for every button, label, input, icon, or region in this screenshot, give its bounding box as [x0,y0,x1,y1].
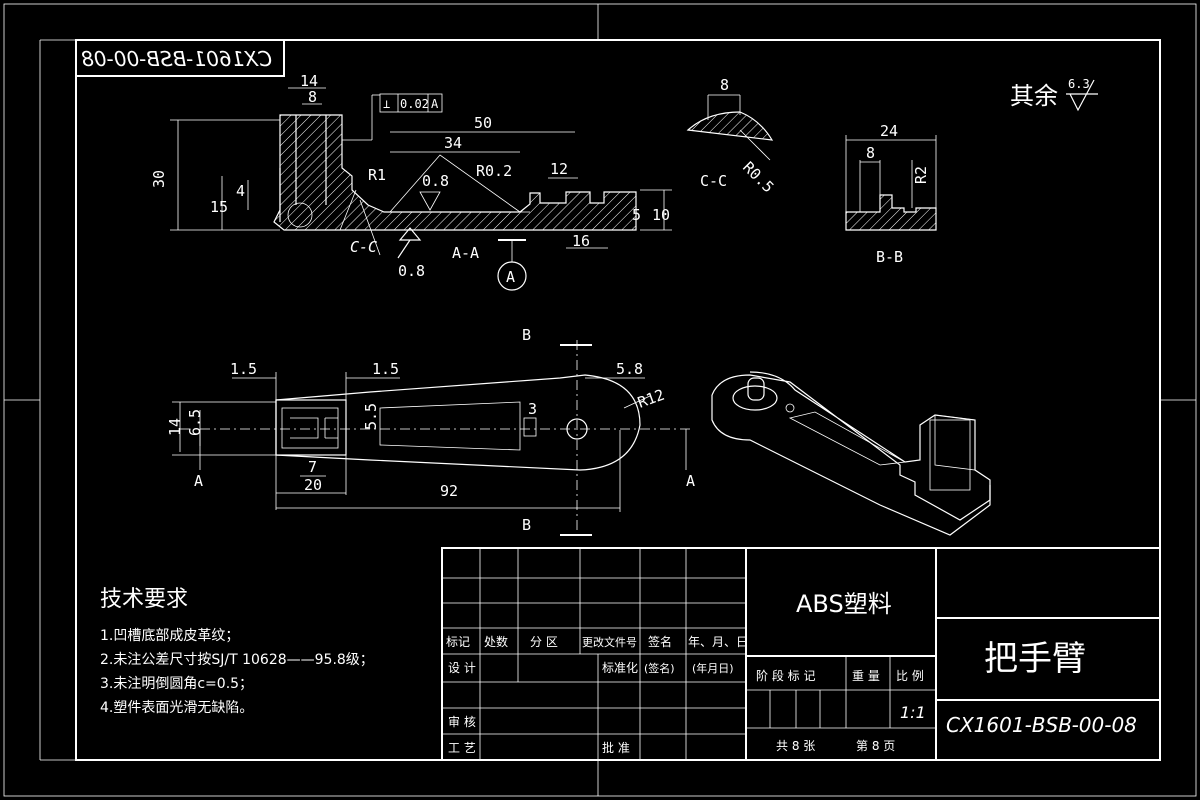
tech-title: 技术要求 [100,587,188,612]
dim-plan-2: 5.8 [616,360,643,378]
datum-triangle-icon [397,227,422,259]
roughness-symbol-icon [1066,79,1098,112]
view-a-circle [497,261,527,291]
dim-aa-4: 12 [550,160,568,178]
stage-1: 重 量 [852,669,880,683]
dim-plan-6: 3 [528,400,537,418]
tol-symbol: ⊥ [383,97,390,111]
stage-2: 比 例 [896,669,924,683]
roughness-icon-aa [419,191,441,211]
dim-plan-9: 20 [304,476,322,494]
part-name: 把手臂 [984,639,1086,679]
tech-item-0: 1.凹槽底部成皮革纹； [100,628,239,644]
dim-cc-1: R0.5 [739,158,777,196]
section-cc-ref: C-C [350,238,377,256]
stage-0: 阶 段 标 记 [756,668,815,683]
tech-item-1: 2.未注公差尺寸按SJ/T 10628——95.8级； [100,652,374,668]
dim-aa-0: 14 [300,72,318,90]
dim-plan-4: 6.5 [186,409,204,436]
dim-aa-11: 5 [632,206,641,224]
section-aa-label: A-A [452,244,479,262]
tech-item-3: 4.塑件表面光滑无缺陷。 [100,699,253,716]
section-bb: 24 8 R2 B-B [845,122,937,266]
tol-value: 0.02 [400,97,429,111]
surface-finish: 其余 6.3 [1010,77,1098,112]
material: ABS塑料 [796,590,892,618]
title-block: ABS塑料 把手臂 CX1601-BSB-00-08 1:1 标记 处数 分 区… [441,547,1161,761]
dim-aa-3: 34 [444,134,462,152]
dim-aa-14: 0.8 [398,262,425,280]
design: 设 计 [448,661,476,675]
dim-plan-10: 92 [440,482,458,500]
dim-aa-5: 30 [150,170,168,188]
section-aa: ⊥ 0.02 A 14 8 50 34 12 30 15 4 R1 0.8 R0… [150,72,672,291]
sign: (签名) [644,661,675,675]
dim-bb-0: 24 [880,122,898,140]
review: 审 核 [448,714,476,729]
section-cc: 8 R0.5 C-C [686,76,777,196]
dim-aa-13: 16 [572,232,590,250]
dim-cc-0: 8 [720,76,729,94]
plan-view: 1.5 1.5 5.8 14 6.5 5.5 3 R12 7 20 92 A A… [166,326,695,540]
section-bb-label: B-B [876,248,903,266]
hdr-2: 分 区 [530,635,558,649]
tol-datum: A [431,97,439,111]
dim-bb-2: R2 [912,166,930,184]
dim-aa-8: R1 [368,166,386,184]
scale-value: 1:1 [900,703,926,722]
hdr-1: 处数 [484,634,508,649]
dim-plan-1: 1.5 [372,360,399,378]
cut-a-right: A [686,472,695,490]
mirrored-drawing-number: CX1601-BSB-00-08 [81,47,272,71]
tech-requirements: 技术要求 1.凹槽底部成皮革纹； 2.未注公差尺寸按SJ/T 10628——95… [100,587,374,716]
dim-aa-12: 10 [652,206,670,224]
view-a-marker: A [506,268,515,286]
surface-finish-value: 6.3 [1068,77,1090,91]
date: (年月日) [692,661,734,675]
cut-a-left: A [194,472,203,490]
dim-plan-8: 7 [308,458,317,476]
dim-plan-5: 5.5 [362,403,380,430]
sheets-total: 共 8 张 [776,739,815,753]
dim-bb-1: 8 [866,144,875,162]
hdr-4: 签名 [648,634,672,649]
dim-plan-0: 1.5 [230,360,257,378]
dim-aa-2: 50 [474,114,492,132]
dim-aa-9: 0.8 [422,172,449,190]
mirrored-number-box: CX1601-BSB-00-08 [75,39,285,77]
dim-aa-7: 4 [236,182,245,200]
drawing-number: CX1601-BSB-00-08 [946,713,1137,737]
standardize: 标准化 [602,661,638,675]
section-cc-label: C-C [700,172,727,190]
hdr-0: 标记 [446,635,470,649]
dim-plan-7: R12 [635,386,667,412]
dim-plan-3: 14 [166,418,184,436]
dim-aa-10: R0.2 [476,162,512,180]
dim-aa-6: 15 [210,198,228,216]
surface-finish-label: 其余 [1010,82,1058,110]
approve: 批 准 [602,740,630,755]
hdr-5: 年、月、日 [688,635,748,649]
cut-b-bottom: B [522,516,531,534]
dim-aa-1: 8 [308,88,317,106]
process: 工 艺 [448,741,476,755]
isometric-view [711,371,991,536]
cut-b-top: B [522,326,531,344]
tech-item-2: 3.未注明倒圆角c=0.5； [100,676,253,692]
hdr-3: 更改文件号 [582,635,637,649]
sheet-no: 第 8 页 [856,739,895,753]
